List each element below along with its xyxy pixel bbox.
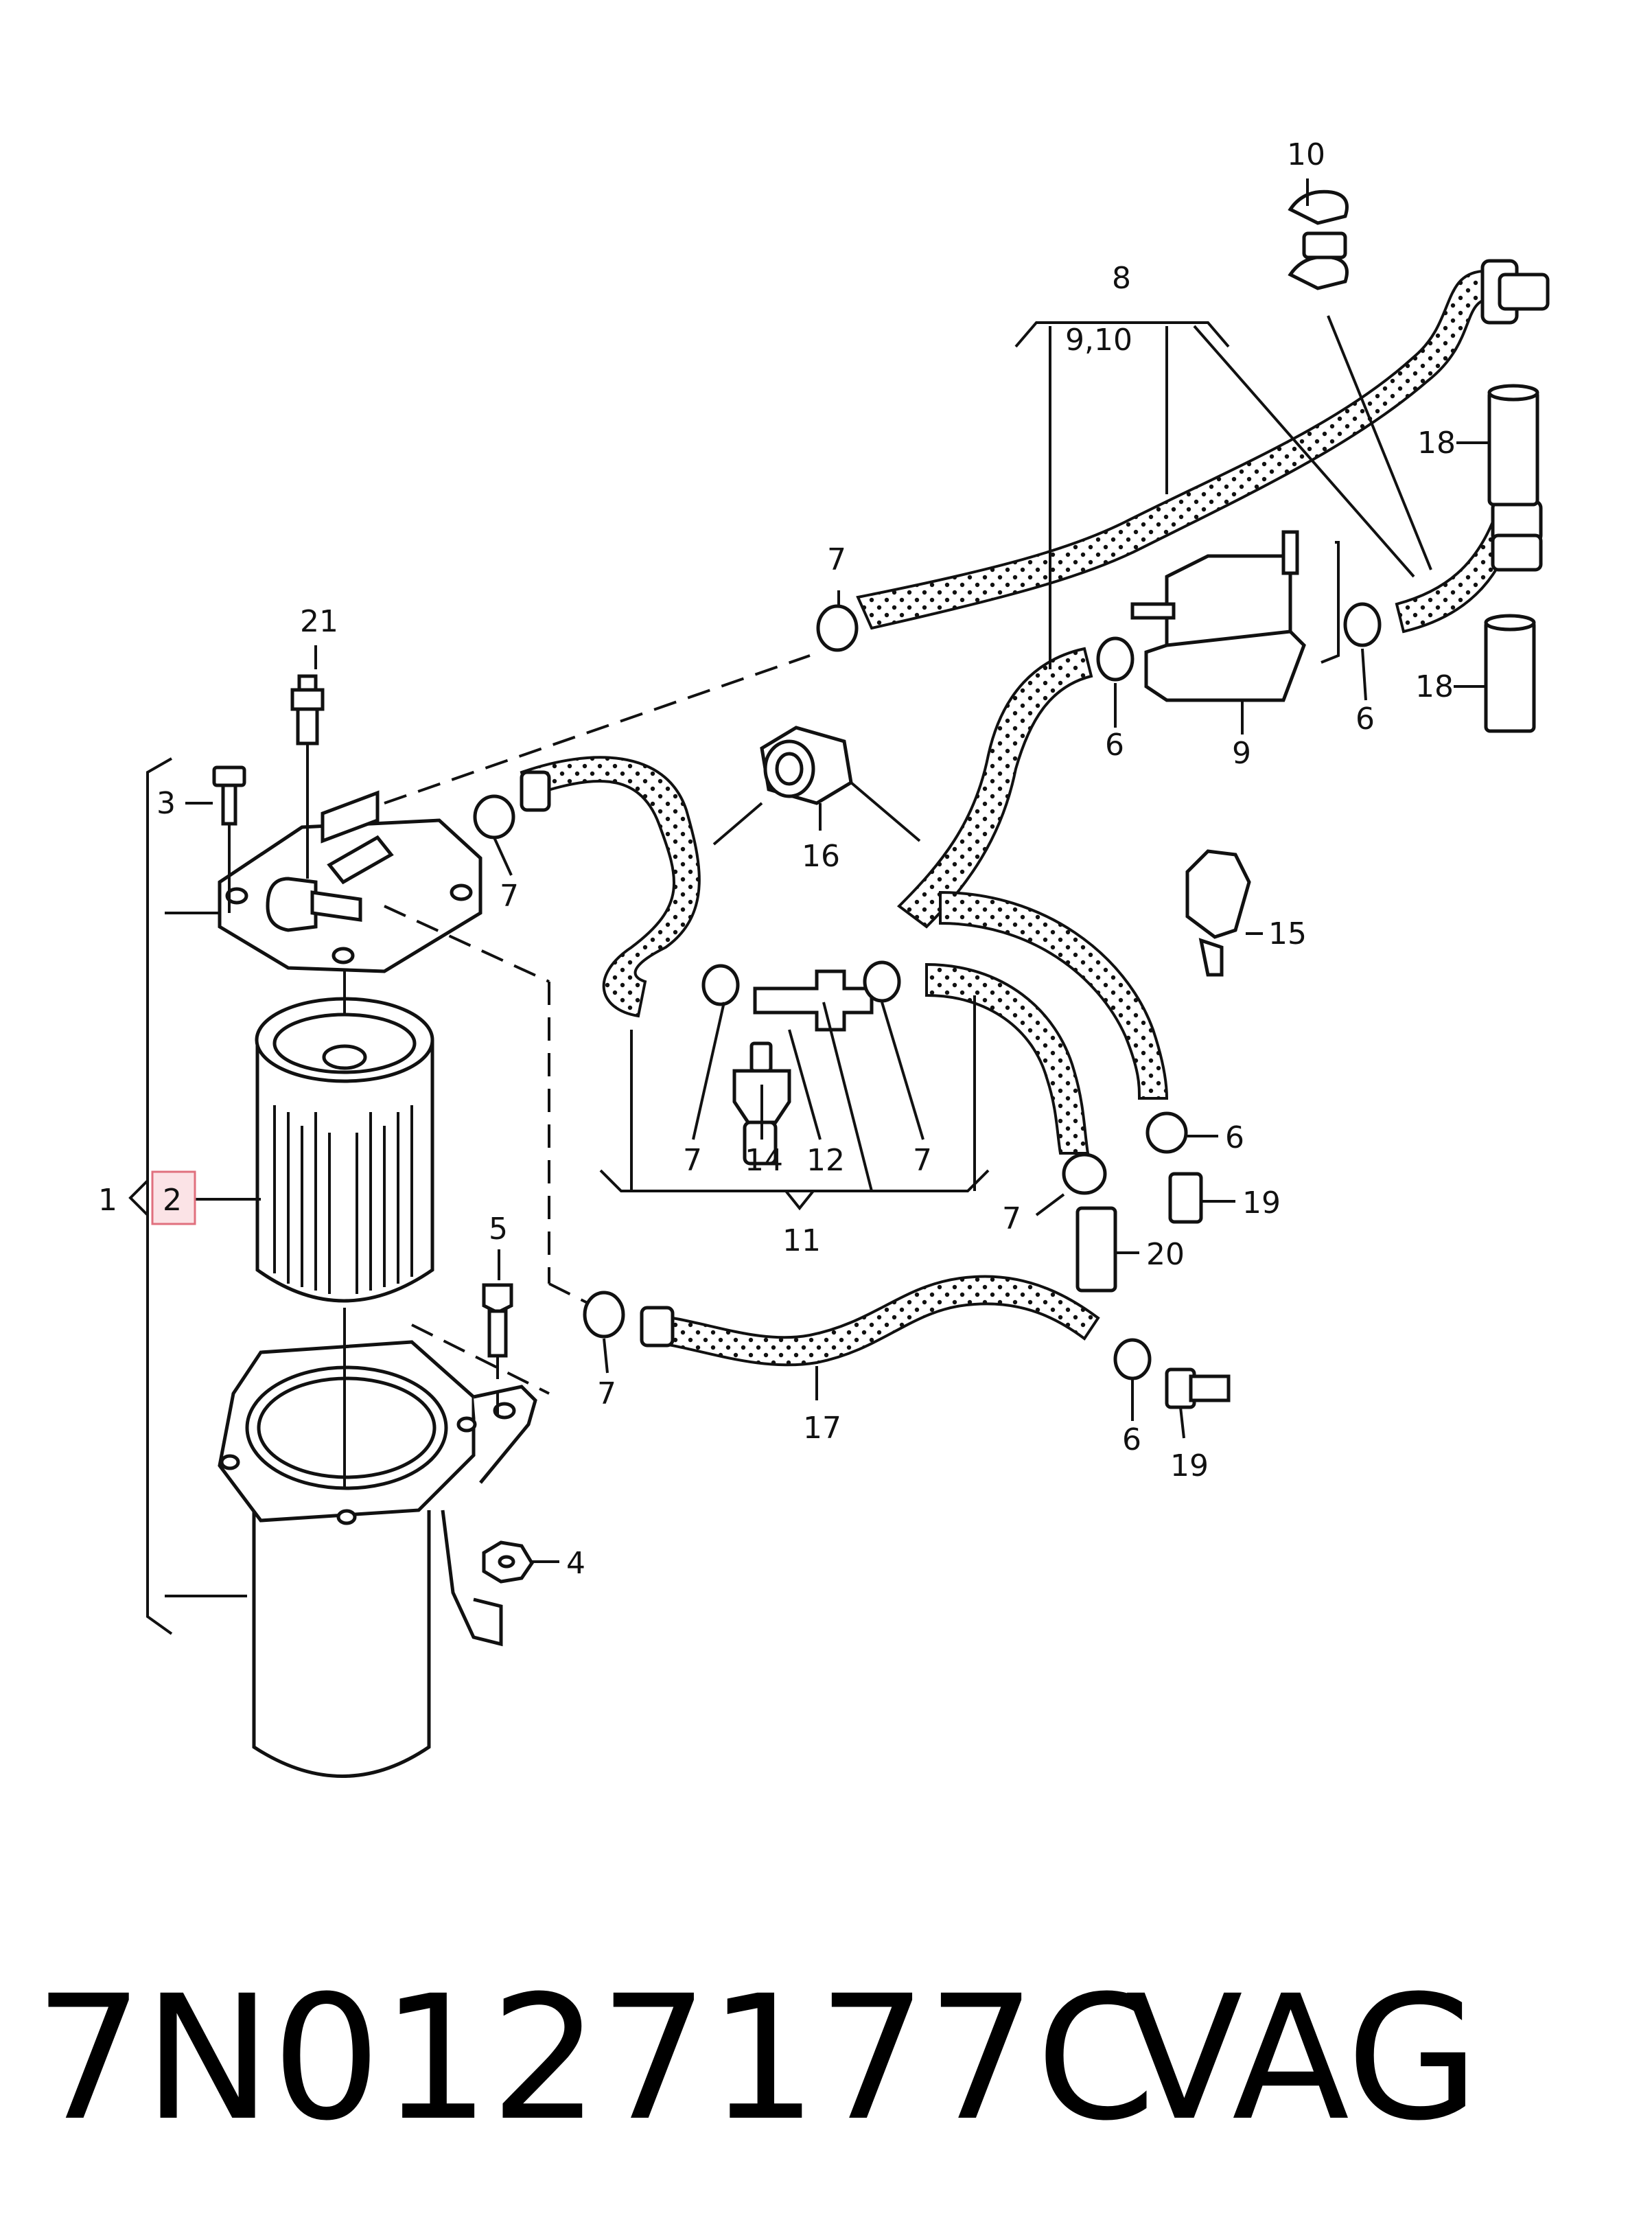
callout-7-group-right: 7	[913, 1143, 932, 1178]
pipe-19-upper	[1168, 1172, 1203, 1224]
clip-10	[1288, 189, 1349, 290]
callout-7-group-left: 7	[683, 1143, 702, 1178]
callout-21: 21	[300, 604, 338, 639]
pipe-18-lower	[1484, 614, 1536, 733]
filter-housing	[218, 1340, 537, 1778]
callout-10: 10	[1287, 137, 1325, 172]
hose-17	[640, 1275, 1100, 1367]
callout-leaders	[185, 178, 1489, 1563]
filter-element	[255, 997, 434, 1303]
callout-17: 17	[803, 1411, 841, 1446]
hose-to-pipe-20	[925, 962, 1090, 1155]
callout-7-pipe-20: 7	[1002, 1201, 1021, 1236]
part-number: 7N0127177C	[34, 1958, 1156, 2158]
pipe-19-lower	[1165, 1367, 1231, 1409]
callout-15: 15	[1268, 916, 1307, 951]
long-dash-line-to-clip-7	[384, 654, 811, 1306]
filter-head-plate	[218, 790, 482, 973]
callout-16: 16	[802, 839, 840, 874]
callout-19-lower: 19	[1170, 1448, 1209, 1483]
callout-8: 8	[1112, 261, 1131, 296]
vent-valve-21	[290, 674, 325, 879]
callout-9: 9	[1232, 736, 1251, 771]
callout-6-valve-left: 6	[1105, 728, 1124, 763]
nut-4	[482, 1540, 534, 1584]
bracket-15	[1185, 849, 1251, 977]
callout-6-right-middle: 6	[1225, 1120, 1244, 1155]
hose-from-filter-left	[520, 756, 701, 1018]
pipe-18-upper	[1487, 384, 1539, 507]
callout-1: 1	[98, 1183, 117, 1218]
callout-12: 12	[806, 1143, 845, 1178]
callout-7-lower: 7	[597, 1376, 616, 1411]
bolt-5	[482, 1283, 513, 1414]
callout-9-10: 9,10	[1065, 323, 1132, 358]
callout-labels: 1 2 3 4 5 6 6 6 6 7 7 7 7 7 7 8 9,10 9 1…	[98, 137, 1456, 1581]
hose-to-pipe-19	[939, 890, 1169, 1100]
connector-16	[760, 726, 853, 805]
callout-3: 3	[156, 786, 176, 821]
callout-18-upper: 18	[1417, 426, 1456, 461]
callout-6-valve-right: 6	[1356, 702, 1375, 737]
screw-3	[212, 765, 246, 913]
brand-name: VAG	[1126, 1958, 1479, 2158]
callout-4: 4	[566, 1546, 585, 1581]
hose-8-upper	[856, 259, 1550, 630]
filter-assembly-bracket	[128, 757, 247, 1635]
callout-7-top: 7	[827, 542, 846, 577]
valve-9	[1130, 530, 1306, 702]
callout-2-highlight-box	[151, 1170, 196, 1225]
callout-20: 20	[1146, 1237, 1185, 1272]
callout-6-lower: 6	[1122, 1422, 1141, 1457]
hose-clips	[473, 602, 1382, 1380]
pipe-20	[1075, 1206, 1117, 1293]
callout-5: 5	[489, 1212, 508, 1247]
callout-19-upper: 19	[1242, 1186, 1281, 1221]
callout-14: 14	[745, 1143, 783, 1178]
callout-7-head: 7	[500, 879, 519, 914]
callout-18-lower: 18	[1415, 669, 1454, 704]
assembly-centerlines	[343, 971, 550, 1490]
t-piece-12	[753, 969, 874, 1032]
caption: 7N0127177C VAG	[34, 1958, 1479, 2158]
callout-11: 11	[782, 1223, 821, 1258]
hose-middle-to-valve	[896, 647, 1093, 929]
hose-right-lower	[1395, 499, 1543, 634]
callout-2: 2	[163, 1183, 182, 1218]
